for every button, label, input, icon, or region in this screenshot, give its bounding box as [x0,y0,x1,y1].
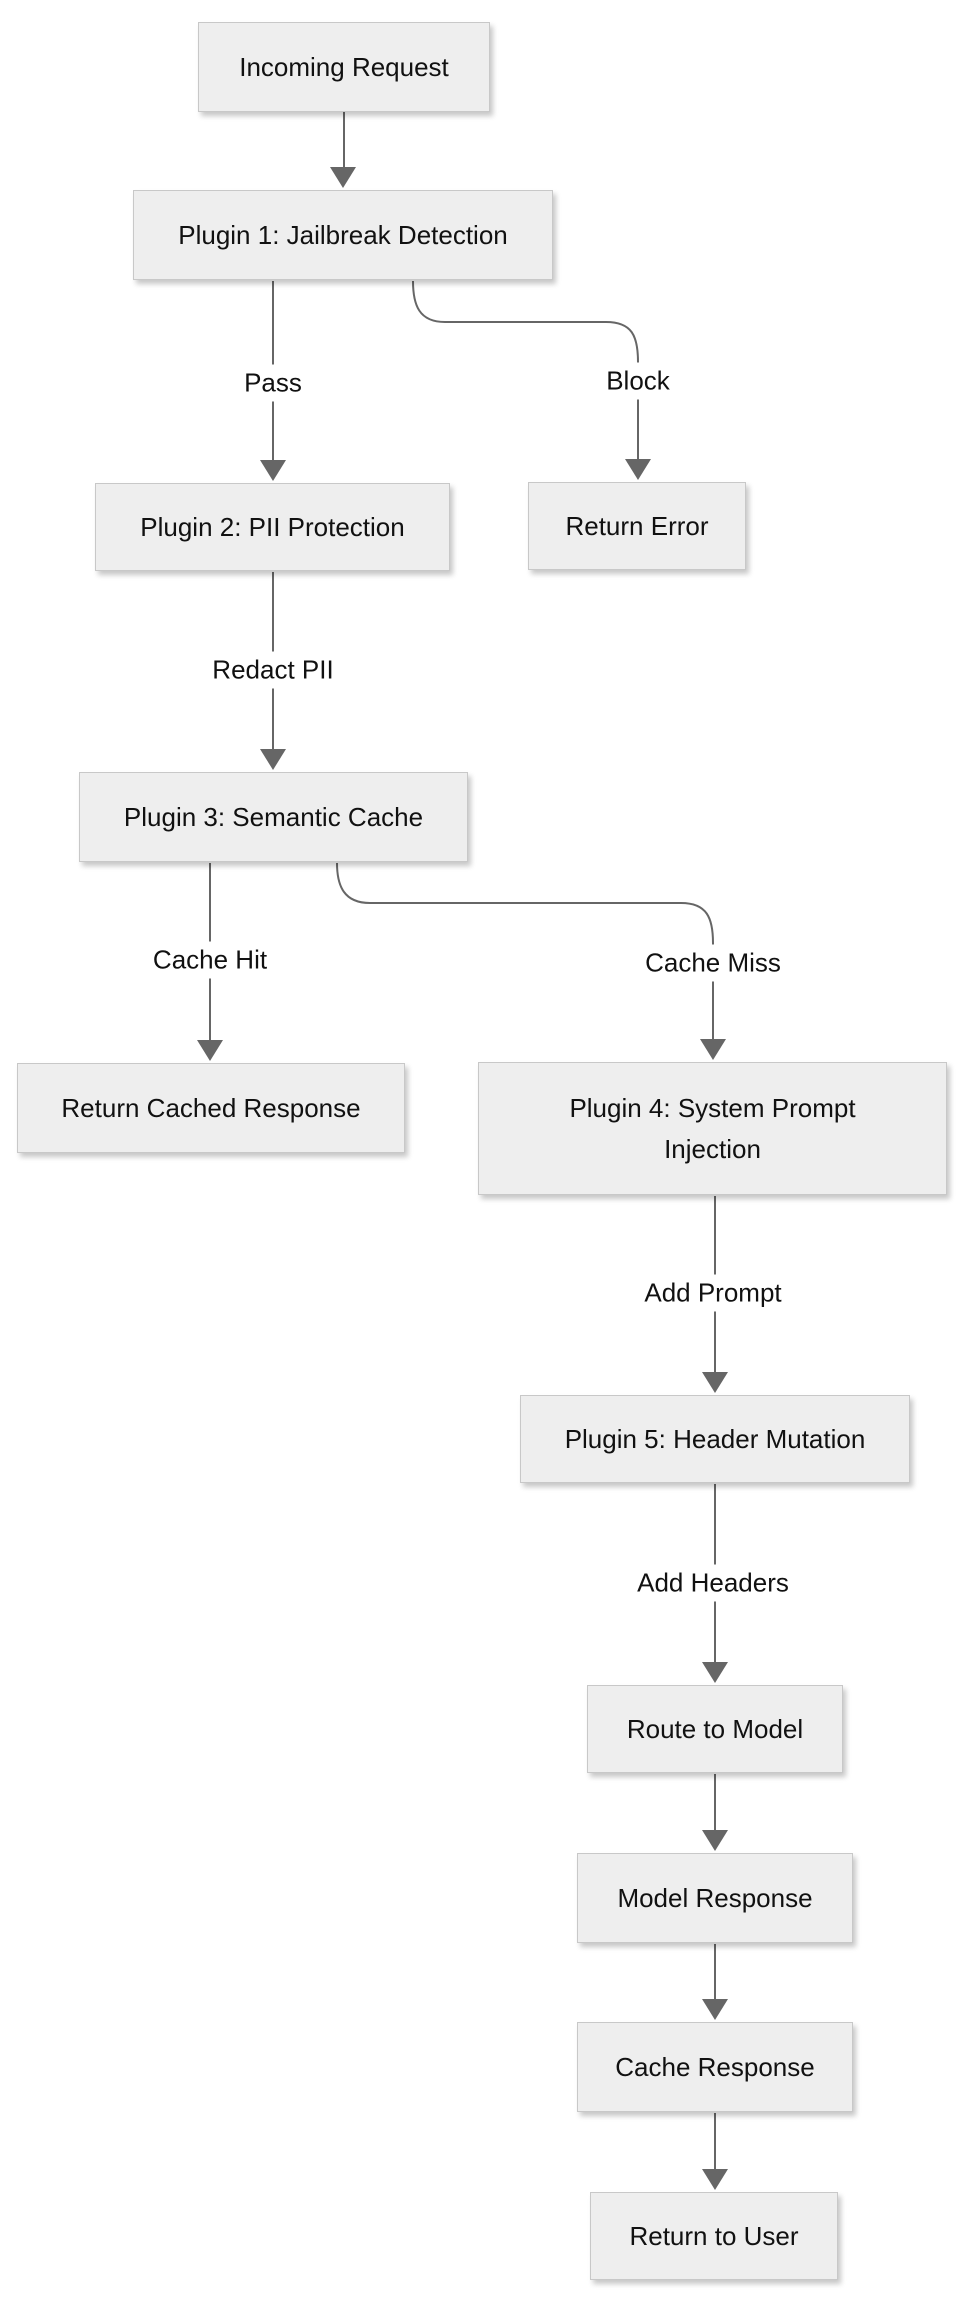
edge-plugin1-to-return-error [412,280,639,464]
node-plugin4-system-prompt-injection: Plugin 4: System Prompt Injection [478,1062,947,1195]
node-label: Plugin 1: Jailbreak Detection [178,219,508,250]
arrowhead [702,1662,728,1683]
node-model-response: Model Response [577,1853,853,1943]
node-label: Route to Model [626,1713,804,1744]
node-label: Return Error [565,510,709,541]
edge-label-add-prompt: Add Prompt [636,1274,790,1312]
node-label: Plugin 4: System Prompt Injection [569,1093,856,1164]
node-label: Plugin 5: Header Mutation [564,1423,866,1454]
node-plugin1-jailbreak-detection: Plugin 1: Jailbreak Detection [133,190,553,280]
node-plugin2-pii-protection: Plugin 2: PII Protection [95,483,450,571]
node-return-error: Return Error [528,482,746,570]
node-incoming-request: Incoming Request [198,22,490,112]
edge-label-cache-miss: Cache Miss [637,944,789,982]
node-plugin5-header-mutation: Plugin 5: Header Mutation [520,1395,910,1483]
edge-label-redact-pii: Redact PII [204,651,342,689]
arrowhead [702,1830,728,1851]
arrowhead [330,167,356,188]
arrowhead [702,1372,728,1393]
node-label: Return Cached Response [61,1092,361,1123]
arrowhead [700,1039,726,1060]
edge-label-pass: Pass [236,364,310,402]
arrowhead [625,459,651,480]
node-label: Model Response [617,1882,813,1913]
arrowhead [702,1999,728,2020]
node-cache-response: Cache Response [577,2022,853,2112]
node-label: Plugin 2: PII Protection [140,511,405,542]
node-return-to-user: Return to User [590,2192,838,2280]
edge-label-block: Block [598,362,678,400]
node-label: Cache Response [615,2051,815,2082]
node-plugin3-semantic-cache: Plugin 3: Semantic Cache [79,772,468,862]
arrowhead [702,2169,728,2190]
edge-label-cache-hit: Cache Hit [144,941,276,979]
node-label: Return to User [629,2220,799,2251]
node-label: Incoming Request [239,51,449,82]
arrowhead [260,460,286,481]
node-route-to-model: Route to Model [587,1685,843,1773]
edge-label-add-headers: Add Headers [629,1564,797,1602]
arrowhead [260,749,286,770]
arrowhead [197,1040,223,1061]
edge-plugin3-to-plugin4 [336,862,714,1044]
node-label: Plugin 3: Semantic Cache [123,801,424,832]
node-return-cached-response: Return Cached Response [17,1063,405,1153]
